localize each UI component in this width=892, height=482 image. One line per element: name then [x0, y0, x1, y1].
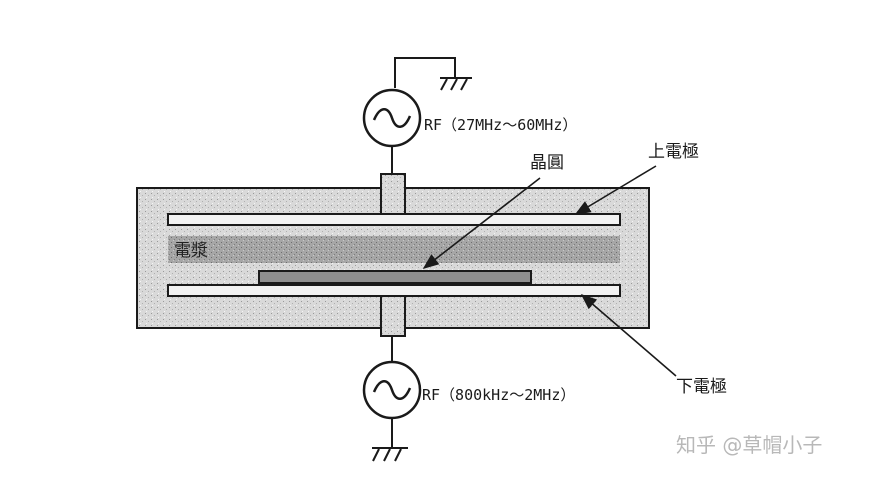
wafer-label: 晶圓: [530, 153, 564, 173]
wafer: [258, 270, 532, 284]
bottom-feedthrough: [380, 295, 406, 337]
top-feedthrough: [380, 173, 406, 216]
plasma-label: 電漿: [174, 241, 208, 261]
watermark: 知乎 @草帽小子: [676, 433, 822, 457]
rf-top-label: RF（27MHz～60MHz）: [424, 116, 577, 134]
plasma-region: [168, 236, 620, 263]
top-ground-icon: [440, 77, 472, 91]
lower-electrode-label: 下電極: [676, 377, 727, 397]
lower-electrode-arrow: [580, 293, 677, 377]
upper-electrode-label: 上電極: [648, 142, 699, 162]
rf-bottom-label: RF（800kHz～2MHz）: [422, 386, 575, 404]
lower-electrode-plate: [167, 284, 621, 297]
upper-electrode-plate: [167, 213, 621, 226]
top-ground-wire: [394, 57, 456, 88]
wafer-arrow: [422, 177, 541, 269]
bottom-ground-icon: [372, 447, 408, 462]
bottom-rf-source-icon: [362, 360, 422, 420]
upper-electrode-arrow: [574, 165, 657, 215]
top-rf-source-icon: [362, 88, 422, 148]
